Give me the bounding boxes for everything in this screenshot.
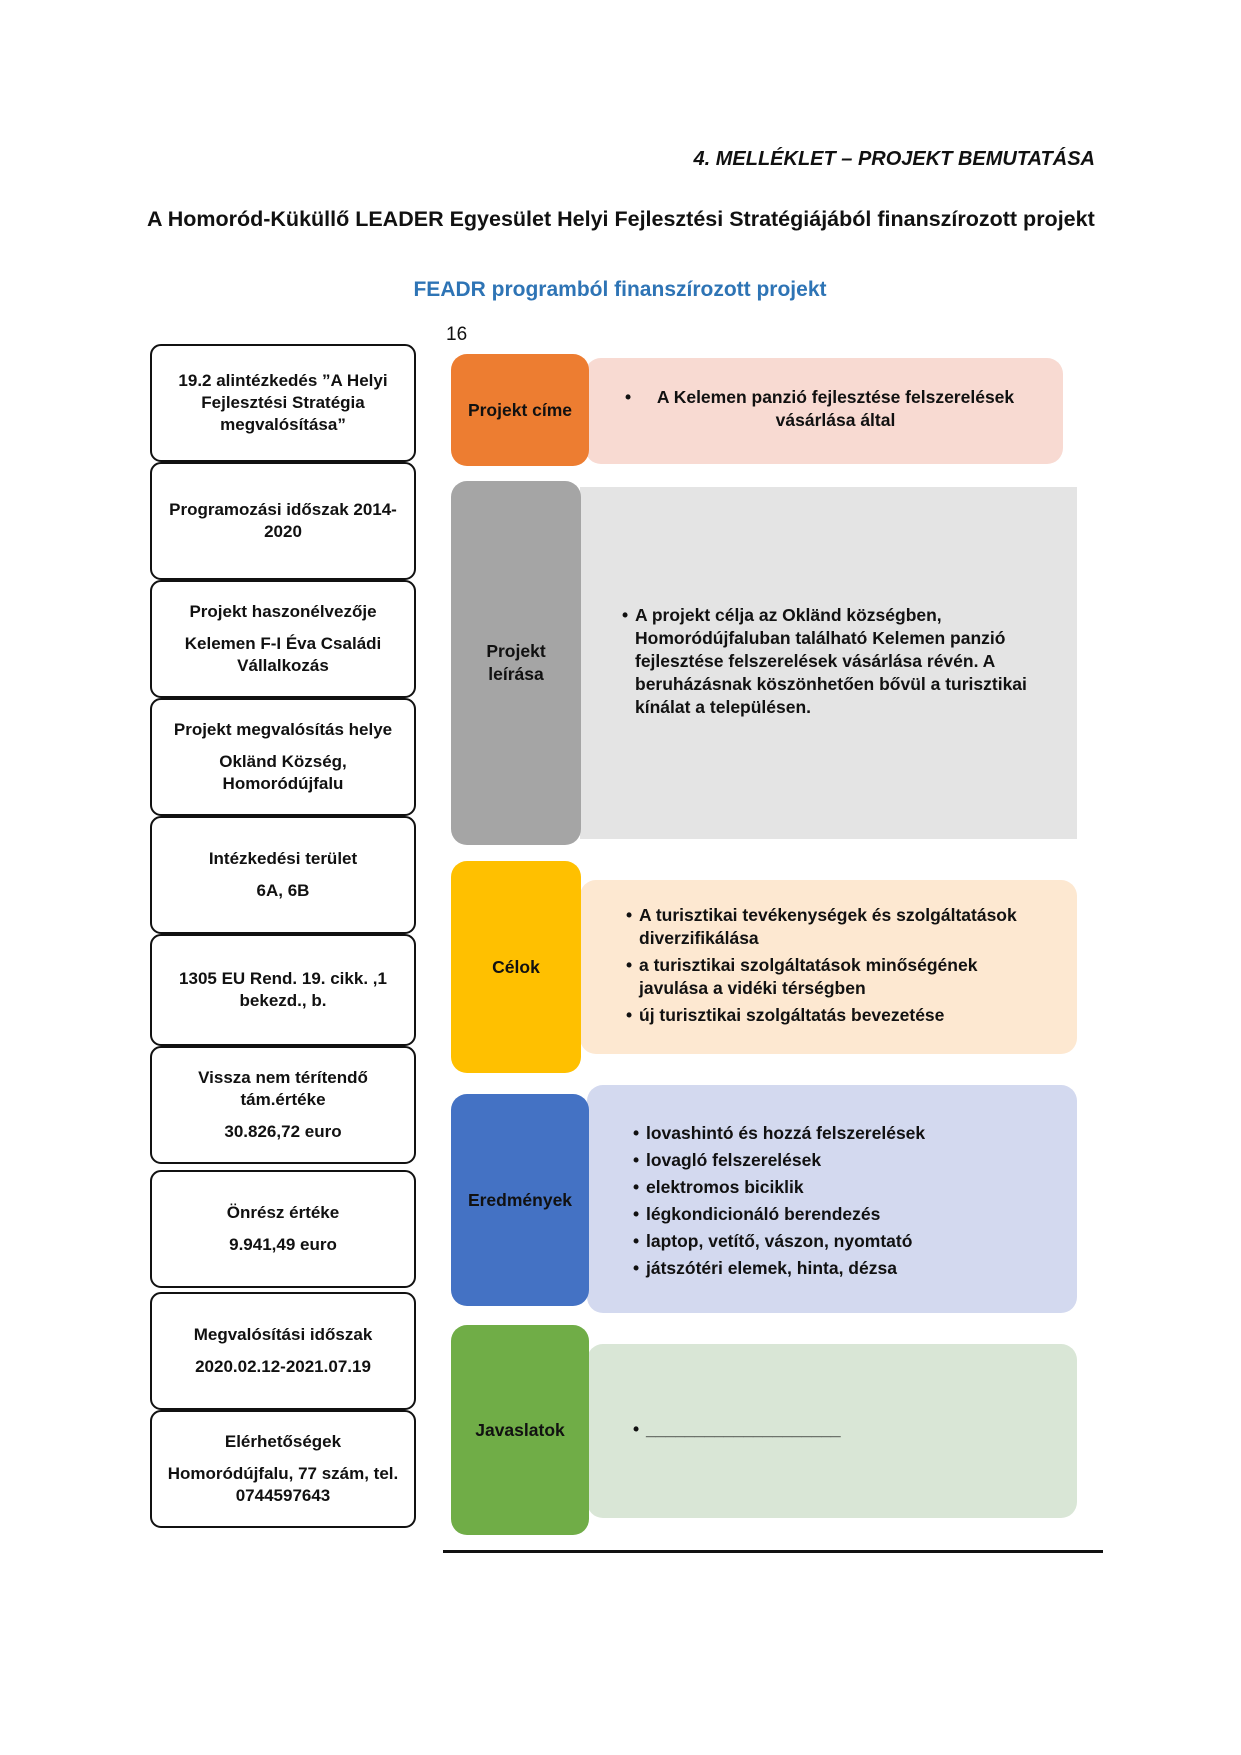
info-box-label: Projekt megvalósítás helye [173, 720, 393, 739]
info-box-text: Programozási időszak 2014-2020 [169, 500, 397, 541]
info-box-location: Projekt megvalósítás helye Okländ Község… [150, 698, 416, 816]
tile-results: Eredmények [451, 1094, 589, 1306]
panel-goals: A turisztikai tevékenységek és szolgálta… [580, 880, 1077, 1054]
info-box-measure: 19.2 alintézkedés ”A Helyi Fejlesztési S… [150, 344, 416, 462]
panel-item: elektromos biciklik [633, 1176, 1037, 1199]
info-box-value: 2020.02.12-2021.07.19 [195, 1357, 371, 1376]
tile-label: Eredmények [467, 1189, 573, 1210]
info-box-value: 6A, 6B [256, 881, 310, 900]
info-box-text: 19.2 alintézkedés ”A Helyi Fejlesztési S… [178, 371, 388, 434]
panel-project-title: A Kelemen panzió fejlesztése felszerelés… [585, 358, 1063, 464]
panel-item: új turisztikai szolgáltatás bevezetése [626, 1004, 1037, 1027]
document-title: A Homoród-Küküllő LEADER Egyesület Helyi… [147, 207, 1095, 231]
panel-results: lovashintó és hozzá felszerelések lovagl… [587, 1085, 1077, 1313]
info-box-value: Okländ Község, Homoródújfalu [219, 752, 347, 793]
info-box-regulation: 1305 EU Rend. 19. cikk. ,1 bekezd., b. [150, 934, 416, 1046]
info-box-text: 1305 EU Rend. 19. cikk. ,1 bekezd., b. [179, 969, 387, 1010]
panel-item: A projekt célja az Okländ községben, Hom… [622, 604, 1037, 719]
page-number: 16 [446, 324, 468, 345]
info-box-implementation-period: Megvalósítási időszak 2020.02.12-2021.07… [150, 1292, 416, 1410]
panel-item: laptop, vetítő, vászon, nyomtató [633, 1230, 1037, 1253]
tile-label: Projekt címe [467, 399, 573, 420]
info-box-contacts: Elérhetőségek Homoródújfalu, 77 szám, te… [150, 1410, 416, 1528]
panel-item: légkondicionáló berendezés [633, 1203, 1037, 1226]
tile-project-description: Projekt leírása [451, 481, 581, 845]
panel-item: lovagló felszerelések [633, 1149, 1037, 1172]
tile-suggestions: Javaslatok [451, 1325, 589, 1535]
panel-item: a turisztikai szolgáltatások minőségének… [626, 954, 1037, 1000]
info-box-label: Megvalósítási időszak [193, 1325, 373, 1344]
info-box-area: Intézkedési terület 6A, 6B [150, 816, 416, 934]
info-box-own-contribution: Önrész értéke 9.941,49 euro [150, 1170, 416, 1288]
tile-project-title: Projekt címe [451, 354, 589, 466]
panel-item: A turisztikai tevékenységek és szolgálta… [626, 904, 1037, 950]
panel-item: A Kelemen panzió fejlesztése felszerelés… [625, 386, 1033, 432]
info-box-value: Homoródújfalu, 77 szám, tel. 0744597643 [167, 1464, 399, 1505]
panel-project-description: A projekt célja az Okländ községben, Hom… [580, 487, 1077, 839]
info-box-label: Intézkedési terület [208, 849, 358, 868]
info-box-label: Elérhetőségek [224, 1432, 342, 1451]
info-box-value: 9.941,49 euro [229, 1235, 337, 1254]
document-subtitle: FEADR programból finanszírozott projekt [413, 278, 827, 301]
tile-goals: Célok [451, 861, 581, 1073]
info-box-label: Önrész értéke [226, 1203, 340, 1222]
appendix-heading: 4. MELLÉKLET – PROJEKT BEMUTATÁSA [693, 148, 1095, 170]
info-box-beneficiary: Projekt haszonélvezője Kelemen F-I Éva C… [150, 580, 416, 698]
info-box-value: 30.826,72 euro [224, 1122, 342, 1141]
panel-item: játszótéri elemek, hinta, dézsa [633, 1257, 1037, 1280]
bottom-rule [443, 1550, 1103, 1553]
info-box-label: Projekt haszonélvezője [189, 602, 377, 621]
tile-label: Javaslatok [475, 1419, 565, 1440]
panel-item: ____________________ [633, 1418, 1037, 1441]
tile-label: Célok [492, 956, 540, 977]
panel-suggestions: ____________________ [587, 1344, 1077, 1518]
panel-item: lovashintó és hozzá felszerelések [633, 1122, 1037, 1145]
info-box-label: Vissza nem térítendő tám.értéke [198, 1068, 368, 1109]
tile-label: Projekt leírása [486, 641, 546, 684]
info-box-period: Programozási időszak 2014-2020 [150, 462, 416, 580]
info-box-value: Kelemen F-I Éva Családi Vállalkozás [184, 634, 382, 675]
info-box-grant: Vissza nem térítendő tám.értéke 30.826,7… [150, 1046, 416, 1164]
